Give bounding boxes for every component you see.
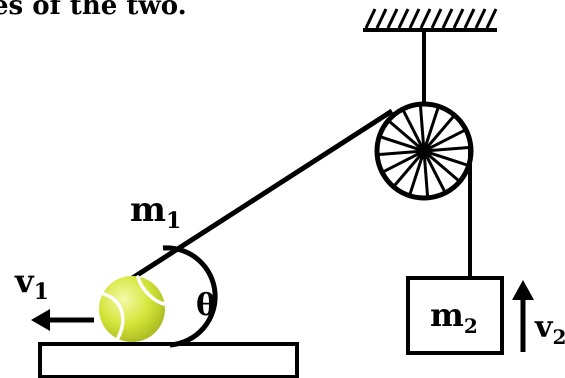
hatch-mark <box>452 8 465 29</box>
block-m2 <box>406 276 504 355</box>
label-v2: v2 <box>534 310 565 349</box>
hatch-mark <box>408 8 421 29</box>
pulley-wheel <box>374 101 474 201</box>
ground-block <box>38 342 299 378</box>
ceiling-support <box>363 8 498 32</box>
hatch-mark <box>364 8 377 29</box>
label-v1: v1 <box>14 262 49 305</box>
velocity-arrow-v1 <box>31 309 94 331</box>
hatch-mark <box>430 8 443 29</box>
label-theta: θ <box>196 288 216 323</box>
hatch-mark <box>441 8 454 29</box>
label-m2: m2 <box>430 296 478 338</box>
hatch-mark <box>463 8 476 29</box>
hatch-mark <box>419 8 432 29</box>
hatch-mark <box>397 8 410 29</box>
hatch-mark <box>474 8 487 29</box>
theta-arc <box>162 245 218 348</box>
caption-fragment: es of the two. <box>0 0 187 21</box>
ceiling-hatch <box>364 8 498 29</box>
velocity-arrow-v2 <box>512 280 534 352</box>
hatch-mark <box>485 8 498 29</box>
hatch-mark <box>375 8 388 29</box>
string-m1 <box>129 108 394 282</box>
label-m1: m1 <box>130 190 181 234</box>
hatch-mark <box>386 8 399 29</box>
tennis-ball-m1 <box>99 275 166 342</box>
